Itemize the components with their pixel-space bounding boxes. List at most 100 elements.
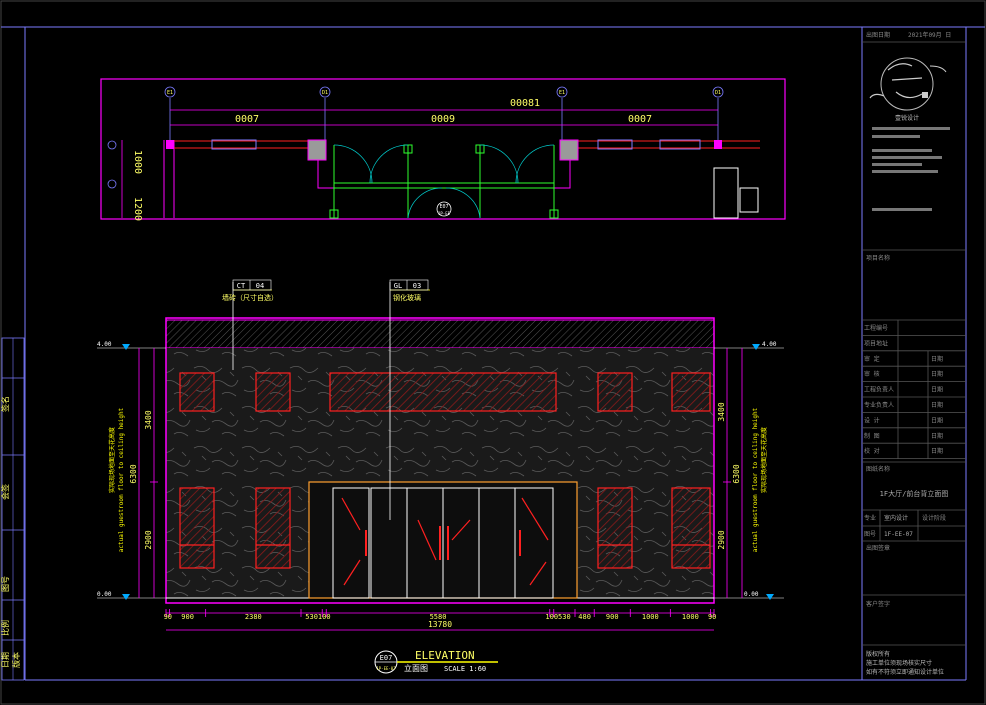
info-panel: 出图日期 2021年09月 日 壹锐设计 项目名称 工程编号项目地址审 定日期审… [861, 27, 966, 680]
right-dim-lower: 2900 [717, 530, 726, 549]
spec-value: 室内设计 [884, 514, 908, 522]
plan-walls [163, 139, 760, 218]
ceiling-band [165, 319, 715, 349]
level-markers [97, 344, 784, 600]
bottom-dim-ticks [165, 609, 715, 617]
left-dim-lower: 2900 [144, 530, 153, 549]
bottom-dim-label-9: 900 [606, 613, 619, 621]
title-scale: SCALE 1:60 [444, 665, 486, 673]
bottom-dim-label-12: 90 [708, 613, 716, 621]
glass-door-panels [332, 487, 554, 599]
plan-depth-dim-1: 1200 [132, 197, 143, 221]
info-row-date-8: 日期 [931, 447, 943, 455]
stage-label: 设计阶段 [922, 514, 946, 522]
info-row-label-0: 工程编号 [864, 324, 888, 332]
right-vertical-dims [723, 348, 743, 598]
left-note-cn: 实际现场地面至天花高度 [108, 427, 116, 493]
spec-label: 专业 [864, 514, 876, 522]
info-row-date-2: 日期 [931, 355, 943, 363]
plan-door-tag-bottom: 1P-EE [438, 211, 451, 216]
drawing-name: 1F大厅/前台背立面图 [880, 489, 949, 498]
callout-gl: GL 03 钢化玻璃 [389, 279, 430, 520]
info-row-label-5: 专业负责人 [864, 401, 894, 409]
plan-glass-doors [329, 144, 559, 219]
sheet-no-label: 图号 [864, 531, 876, 538]
right-note-cn: 实际现场地面至天花高度 [760, 427, 768, 493]
callout-ct: CT 04 墙砖（尺寸自选） [222, 279, 278, 370]
right-note-en: actual guestroom floor to ceiling height [752, 407, 759, 552]
left-dim-upper: 3400 [144, 410, 153, 429]
info-row-label-1: 项目地址 [864, 339, 888, 347]
plan-seg-dim-2: 0007 [628, 114, 652, 125]
bottom-dim-label-0: 90 [164, 613, 172, 621]
level-bottom-left: 0.00 [97, 591, 112, 598]
left-note-en: actual guestroom floor to ceiling height [118, 407, 125, 552]
info-row-date-4: 日期 [931, 386, 943, 394]
info-header-label: 出图日期 [866, 31, 890, 39]
bottom-dim-label-7: 530 [558, 613, 571, 621]
left-strip-label-3: 比例 [0, 620, 10, 636]
level-bottom-right: 0.00 [744, 591, 759, 598]
plan-depth-marker-bottom [107, 179, 117, 189]
title-ref: E07 [380, 654, 393, 662]
info-rows: 工程编号项目地址审 定日期审 核日期工程负责人日期专业负责人日期设 计日期制 图… [862, 319, 966, 460]
info-row-label-7: 制 图 [864, 432, 880, 440]
info-row-label-2: 审 定 [864, 355, 880, 363]
info-row-date-6: 日期 [931, 416, 943, 424]
plan-depth-dim-0: 1000 [132, 150, 143, 174]
drawing-name-label: 图纸名称 [866, 465, 890, 473]
glass-reflection-marks [341, 497, 549, 586]
client-label: 客户签字 [866, 600, 890, 608]
bottom-dim-label-5: 5580 [430, 613, 447, 621]
footer-line-0: 版权所有 [866, 650, 890, 658]
plan-depth-marker-top [107, 140, 117, 150]
logo-text: 壹锐设计 [895, 114, 919, 122]
bottom-dim-label-4: 100 [318, 613, 331, 621]
callout-gl-tag-left: GL [394, 282, 402, 290]
callout-ct-tag-left: CT [237, 282, 246, 290]
overall-dim: 13780 [428, 620, 452, 629]
info-row-date-3: 日期 [931, 370, 943, 378]
plan-door-tag [436, 201, 452, 217]
bottom-dim-label-6: 100 [545, 613, 558, 621]
plan-seg-dim-1: 0009 [431, 114, 455, 125]
drawing-title-label: E07 1P-EE-07 ELEVATION 立面图 SCALE 1:60 [374, 649, 498, 674]
left-strip-label-0: 签名 [0, 396, 10, 412]
footer-line-2: 如有不符须立即通知设计单位 [866, 668, 944, 676]
bottom-dim-label-8: 480 [578, 613, 591, 621]
left-strip-label-2: 图号 [1, 576, 10, 592]
plan-axis-markers [164, 86, 724, 140]
bottom-dim-label-1: 900 [181, 613, 194, 621]
info-header-value: 2021年09月 日 [908, 31, 951, 39]
bottom-dim-label-11: 1000 [682, 613, 699, 621]
bottom-dim-label-3: 530 [305, 613, 318, 621]
level-top-left: 4.00 [97, 341, 112, 348]
info-row-label-3: 审 核 [864, 370, 880, 378]
plan-view: E1 D1 E1 D1 00081 0007 0009 0007 1000 12… [100, 78, 786, 221]
project-name-label: 项目名称 [866, 254, 890, 262]
info-row-label-8: 校 对 [864, 447, 880, 455]
door-handles [365, 526, 521, 560]
info-row-date-5: 日期 [931, 401, 943, 409]
plan-total-dim: 00081 [510, 98, 540, 109]
company-logo: 壹锐设计 [869, 57, 947, 122]
level-top-right: 4.00 [762, 341, 777, 348]
company-info-bars [872, 127, 950, 211]
footer-line-1: 施工单位须现场核实尺寸 [866, 659, 932, 667]
title-subtitle-cn: 立面图 [404, 663, 428, 673]
left-strip-label-1: 会签 [0, 484, 10, 500]
sheet-no-value: 1F-EE-07 [884, 531, 913, 538]
plan-furniture [713, 167, 759, 219]
callout-gl-tag-right: 03 [413, 282, 421, 290]
plan-door-swings [333, 144, 555, 219]
axis-tag-2: E1 [559, 90, 565, 96]
title-sheet: 1P-EE-07 [376, 666, 396, 671]
left-dim-total: 6300 [129, 464, 138, 483]
publish-label: 出图签章 [866, 544, 890, 552]
axis-tag-1: D1 [322, 90, 328, 96]
left-strip-label-4: 日期 [1, 652, 10, 668]
upper-panels [179, 372, 711, 412]
right-dim-total: 6300 [732, 464, 741, 483]
